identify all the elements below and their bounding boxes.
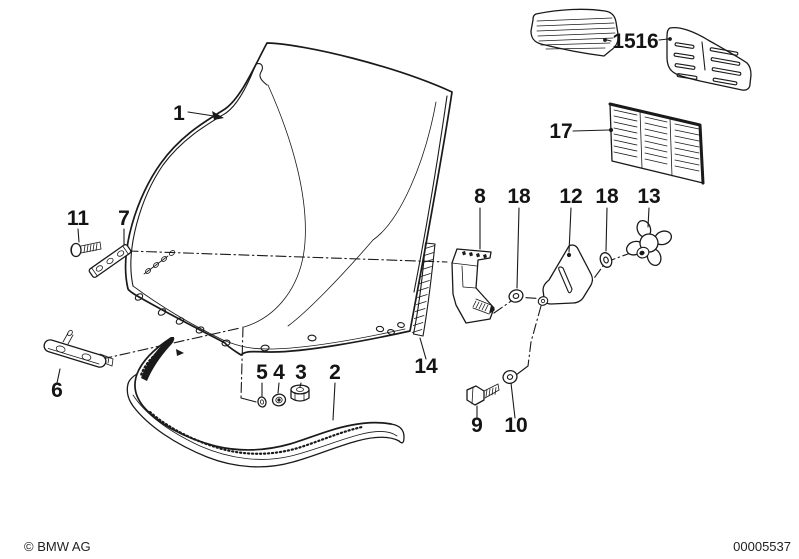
part-label-6[interactable]: 6 [51,379,63,402]
windscreen [124,42,453,356]
star-knob-13 [625,219,673,267]
vent-grille-17 [608,102,705,185]
axis-vertical-left [240,326,244,399]
grille17-slats [613,109,700,172]
bracket6-stud-top [62,329,74,345]
washer-5 [257,396,267,408]
part-label-18-left[interactable]: 18 [507,185,531,208]
part-label-17[interactable]: 17 [549,120,572,143]
hex-nut-3 [290,384,310,402]
part-label-9[interactable]: 9 [471,414,483,437]
grille15-slats [536,17,616,50]
grille16-outline [666,26,752,91]
part-label-8[interactable]: 8 [474,185,486,208]
gasket-dark-tip [141,337,175,381]
windscreen-top-notch [255,63,268,86]
windscreen-mounting-holes [134,293,405,352]
part-label-10[interactable]: 10 [504,414,527,437]
leader-lines [56,37,672,421]
gasket-inner-line [132,394,398,460]
bolt9-head [466,385,485,406]
vent-grille-16 [666,26,752,91]
diagram-number: 00005537 [733,539,791,554]
leader-arrowhead-1 [212,111,224,120]
vent-grille-15 [530,8,619,57]
part-label-15[interactable]: 15 [612,30,636,53]
clamp-plate-12 [537,244,594,306]
axis-plate-bolt [527,305,542,367]
screw11-thread [80,241,102,254]
part-label-7[interactable]: 7 [118,207,130,230]
copyright-notice: © BMW AG [24,539,91,554]
washer-18-left [508,289,524,303]
gasket-right-cap [390,423,405,444]
part-label-1[interactable]: 1 [173,102,185,125]
part-label-18-right[interactable]: 18 [595,185,619,208]
part-label-13[interactable]: 13 [637,185,660,208]
windscreen-inner-bottom-edge [132,285,406,350]
windscreen-reflection-b [287,101,437,327]
windscreen-inner-right-edge [413,95,448,293]
screw-11 [70,241,102,258]
gasket-lower-edge [126,383,400,468]
part-label-2[interactable]: 2 [329,361,341,384]
axis-horizontal [127,250,448,263]
grille15-outline [530,8,619,57]
washer-4 [271,393,287,407]
windscreen-edge-marks [143,250,176,275]
washer-18-right [599,252,613,268]
washer-10 [502,370,518,384]
retaining-strip-7 [88,244,132,278]
bracket8-screw [472,298,495,315]
plate12-outline [542,244,594,305]
windscreen-outline [124,42,453,356]
windscreen-inner-left-edge [130,63,257,287]
windscreen-reflection-a [243,84,306,328]
part-label-11[interactable]: 11 [67,207,90,230]
bracket-bar-6 [43,329,114,368]
edge-trim-strip [411,242,436,337]
part-label-16[interactable]: 16 [635,30,658,53]
part-label-12[interactable]: 12 [559,185,582,208]
part-label-14[interactable]: 14 [414,355,438,378]
bracket8-slots [462,251,487,259]
grille16-divider [701,41,706,71]
part-label-5[interactable]: 5 [256,361,268,384]
bracket8-outline [451,248,495,324]
mounting-bracket-8 [451,248,495,324]
grille16-slots [673,42,742,86]
part-labels: 1 2 3 4 5 6 7 8 9 10 11 12 13 14 15 16 1… [51,30,661,437]
edge-trim-hatching [411,245,436,333]
gasket-strip [126,337,405,468]
part-label-4[interactable]: 4 [273,361,285,384]
part-label-3[interactable]: 3 [295,361,307,384]
bolt9-thread [483,383,500,399]
gasket-upper-edge [134,337,392,451]
hex-bolt-9 [466,383,500,406]
